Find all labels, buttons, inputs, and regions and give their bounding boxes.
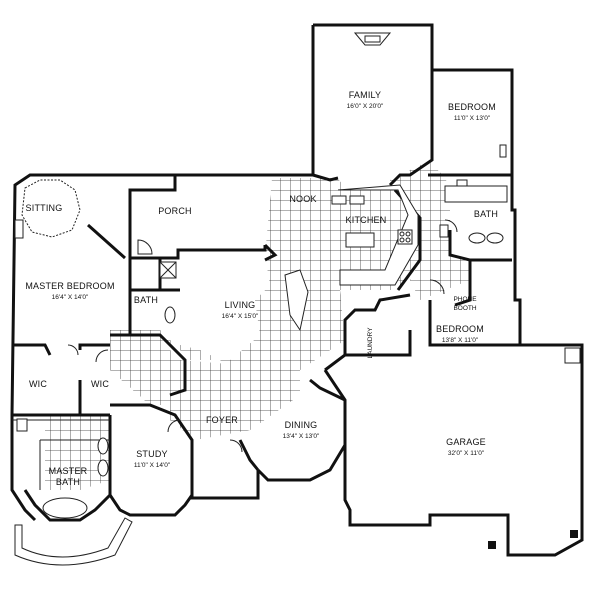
living-dims: 16'4" X 15'0" (222, 313, 259, 320)
master-bedroom-name: MASTER BEDROOM (25, 281, 114, 291)
phone-booth-line1: PHONE (453, 296, 477, 303)
dining-name: DINING (285, 420, 318, 430)
wic-2-label: WIC (91, 379, 109, 389)
bedroom-ne-name: BEDROOM (448, 102, 496, 112)
walls (10, 23, 584, 557)
study-dims: 11'0" X 14'0" (134, 462, 171, 469)
garage-dims: 32'0" X 11'0" (448, 450, 485, 457)
bedroom-e-dims: 13'8" X 11'0" (442, 337, 479, 344)
dining-dims: 13'4" X 13'0" (283, 433, 320, 440)
room-dining: DINING 13'4" X 13'0" (283, 420, 320, 440)
bedroom-e-name: BEDROOM (436, 324, 484, 334)
wic-1-label: WIC (29, 379, 47, 389)
tile-floor (45, 160, 470, 490)
foyer-label: FOYER (206, 415, 238, 425)
master-bedroom-dims: 16'4" X 14'0" (52, 294, 89, 301)
sitting-label: SITTING (26, 203, 63, 213)
room-master-bedroom: MASTER BEDROOM 16'4" X 14'0" (25, 281, 114, 301)
laundry-label: LAUNDRY (367, 327, 374, 359)
room-living: LIVING 16'4" X 15'0" (222, 300, 259, 320)
bath-e-label: BATH (474, 209, 498, 219)
family-dims: 16'0" X 20'0" (347, 103, 384, 110)
doors (67, 219, 458, 453)
room-phone-booth: PHONE BOOTH (453, 296, 477, 312)
garage-name: GARAGE (446, 437, 486, 447)
fixtures (14, 32, 581, 549)
master-bath-line2: BATH (56, 477, 80, 487)
kitchen-label: KITCHEN (346, 215, 387, 225)
family-name: FAMILY (349, 90, 382, 100)
porch-label: PORCH (158, 206, 192, 216)
room-bedroom-ne: BEDROOM 11'0" X 13'0" (448, 102, 496, 122)
bath-w-label: BATH (134, 295, 158, 305)
walkway (14, 517, 133, 566)
nook-label: NOOK (289, 194, 316, 204)
phone-booth-line2: BOOTH (453, 305, 476, 312)
room-family: FAMILY 16'0" X 20'0" (347, 90, 384, 110)
room-garage: GARAGE 32'0" X 11'0" (446, 437, 486, 457)
room-bedroom-e: BEDROOM 13'8" X 11'0" (436, 324, 484, 344)
room-master-bath: MASTER BATH (49, 466, 88, 487)
room-study: STUDY 11'0" X 14'0" (134, 449, 171, 469)
study-name: STUDY (136, 449, 168, 459)
bedroom-ne-dims: 11'0" X 13'0" (454, 115, 491, 122)
master-bath-line1: MASTER (49, 466, 88, 476)
living-name: LIVING (225, 300, 256, 310)
